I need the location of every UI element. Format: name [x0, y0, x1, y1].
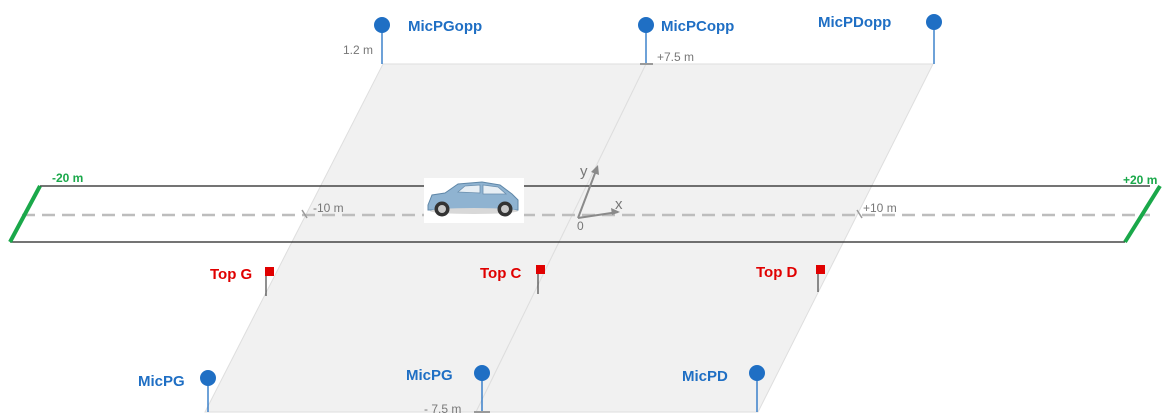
end-marker-left — [8, 185, 42, 243]
top-label: Top G — [210, 266, 252, 283]
microphone-icon — [638, 17, 654, 33]
car-icon — [424, 178, 524, 223]
mic-micpg-left: MicPG — [138, 370, 216, 412]
y-axis-arrow — [591, 165, 599, 175]
measurement-plane-right — [475, 63, 934, 413]
end-marker-right — [1123, 184, 1162, 244]
mic-label: MicPG — [406, 367, 453, 384]
label-plus-10: +10 m — [863, 201, 897, 215]
tick-minus-10 — [301, 209, 308, 219]
mic-height-label: 1.2 m — [343, 43, 373, 57]
top-label: Top C — [480, 265, 522, 282]
mic-micpdopp: MicPDopp — [818, 14, 942, 64]
microphone-icon — [474, 365, 490, 381]
label-minus-7-5: - 7.5 m — [424, 402, 461, 416]
top-label: Top D — [756, 264, 798, 281]
x-axis-label: x — [615, 196, 623, 213]
mic-label: MicPDopp — [818, 14, 891, 31]
label-plus-7-5: +7.5 m — [657, 50, 694, 64]
mic-micpg-center: MicPG — [406, 365, 490, 412]
mic-label: MicPCopp — [661, 18, 734, 35]
top-d: Top D — [756, 264, 825, 292]
y-axis — [577, 167, 598, 219]
microphone-icon — [374, 17, 390, 33]
x-axis — [577, 211, 619, 219]
mic-label: MicPGopp — [408, 18, 482, 35]
flag-icon — [265, 267, 274, 276]
label-plus-20: +20 m — [1123, 173, 1157, 187]
y-axis-label: y — [580, 163, 588, 180]
label-minus-20: -20 m — [52, 171, 83, 185]
mic-label: MicPG — [138, 373, 185, 390]
origin-label: 0 — [577, 219, 584, 233]
x-axis-arrow — [611, 208, 620, 215]
flag-icon — [536, 265, 545, 274]
microphone-icon — [926, 14, 942, 30]
mic-label: MicPD — [682, 368, 728, 385]
tick-plus-10 — [856, 209, 863, 219]
microphone-icon — [200, 370, 216, 386]
mic-micpd: MicPD — [682, 365, 765, 412]
top-c: Top C — [480, 265, 545, 294]
label-minus-10: -10 m — [313, 201, 344, 215]
mic-micpgopp: MicPGopp — [374, 17, 482, 64]
mic-micpcopp: MicPCopp — [638, 17, 734, 64]
flag-icon — [816, 265, 825, 274]
top-g: Top G — [210, 266, 274, 296]
microphone-icon — [749, 365, 765, 381]
